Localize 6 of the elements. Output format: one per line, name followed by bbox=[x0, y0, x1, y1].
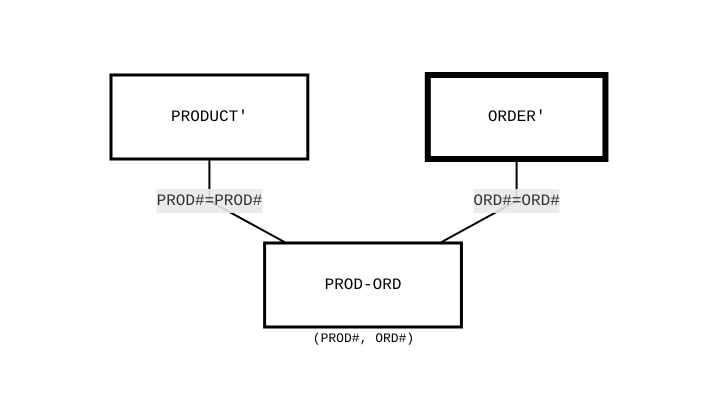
edge-label: ORD#=ORD# bbox=[474, 192, 560, 210]
key-note: (PROD#, ORD#) bbox=[312, 331, 414, 346]
node-box: PROD-ORD bbox=[263, 242, 464, 328]
node-box: ORDER' bbox=[425, 72, 609, 162]
edge-label: PROD#=PROD# bbox=[156, 192, 262, 210]
node-box: PRODUCT' bbox=[110, 74, 310, 160]
